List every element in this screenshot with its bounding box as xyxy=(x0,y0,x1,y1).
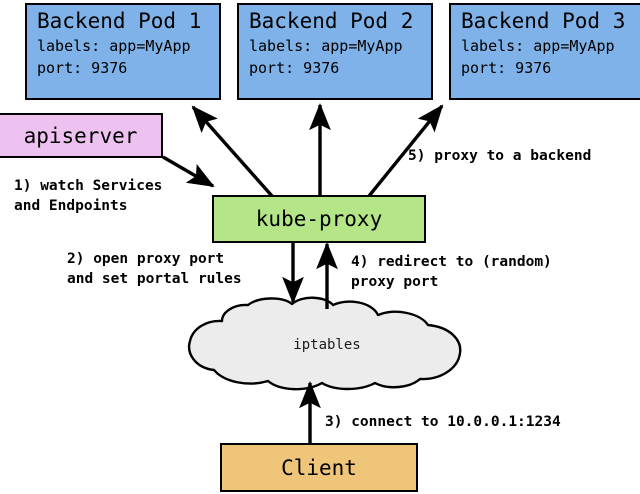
step-4-label-line-2: proxy port xyxy=(351,274,439,290)
kube-proxy-box[interactable]: kube-proxy xyxy=(212,195,426,243)
backend-pod-1-labels: labels: app=MyApp xyxy=(37,37,191,55)
apiserver-box[interactable]: apiserver xyxy=(0,113,163,158)
backend-pod-1-port: port: 9376 xyxy=(37,59,128,77)
backend-pod-2-labels: labels: app=MyApp xyxy=(249,37,403,55)
backend-pod-2-box[interactable]: Backend Pod 2 labels: app=MyApp port: 93… xyxy=(237,3,433,100)
backend-pod-3-labels: labels: app=MyApp xyxy=(461,37,615,55)
step-1-label-line-2: and Endpoints xyxy=(14,198,128,214)
step-1-label-line-1: 1) watch Services xyxy=(14,178,163,194)
client-label: Client xyxy=(281,455,357,480)
backend-pod-2-port: port: 9376 xyxy=(249,59,340,77)
arrow-kubeproxy-to-pod-1 xyxy=(191,105,274,198)
kube-proxy-label: kube-proxy xyxy=(255,207,383,231)
iptables-cloud xyxy=(187,296,462,391)
step-2-label-line-2: and set portal rules xyxy=(67,271,242,287)
apiserver-label: apiserver xyxy=(23,123,138,148)
step-5-label: 5) proxy to a backend xyxy=(408,148,592,164)
arrow-step-1-apiserver-to-kubeproxy xyxy=(162,155,215,188)
step-4-label-line-1: 4) redirect to (random) xyxy=(351,254,552,270)
iptables-label: iptables xyxy=(293,337,361,353)
step-3-label: 3) connect to 10.0.0.1:1234 xyxy=(325,414,561,430)
client-box[interactable]: Client xyxy=(220,443,418,492)
step-2-label-line-1: 2) open proxy port xyxy=(67,251,225,267)
backend-pod-1-title: Backend Pod 1 xyxy=(37,9,202,33)
backend-pod-3-title: Backend Pod 3 xyxy=(461,9,626,33)
arrow-step-5-kubeproxy-to-pod-3 xyxy=(367,104,444,198)
backend-pod-3-port: port: 9376 xyxy=(461,59,552,77)
backend-pod-3-box[interactable]: Backend Pod 3 labels: app=MyApp port: 93… xyxy=(449,3,640,100)
backend-pod-2-title: Backend Pod 2 xyxy=(249,9,414,33)
backend-pod-1-box[interactable]: Backend Pod 1 labels: app=MyApp port: 93… xyxy=(25,3,221,100)
